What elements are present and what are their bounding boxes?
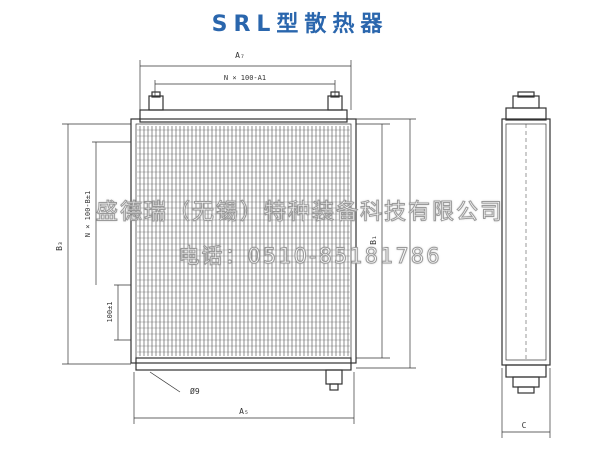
- top-nozzle-right: [327, 95, 343, 111]
- dim-b3: B₃: [55, 241, 64, 251]
- dim-b1: B₁: [369, 235, 378, 245]
- dim-a5: A₅: [239, 407, 249, 416]
- top-nozzle-left: [148, 95, 164, 111]
- side-view: [501, 91, 551, 394]
- page-title: SRL型散热器: [211, 12, 389, 37]
- dim-n-b1: N × 100-B±1: [84, 191, 92, 237]
- dim-c: C: [522, 421, 527, 430]
- bottom-header: [135, 357, 352, 371]
- bottom-nozzle: [325, 369, 343, 385]
- dim-step: 100±1: [106, 301, 114, 322]
- top-header: [139, 109, 348, 123]
- front-view-frame: [130, 118, 357, 364]
- dim-a7: A₇: [235, 51, 245, 60]
- fin-tubes: [137, 126, 350, 356]
- dim-n-a1: N × 100-A1: [224, 74, 266, 82]
- dim-hole: Ø9: [190, 386, 200, 396]
